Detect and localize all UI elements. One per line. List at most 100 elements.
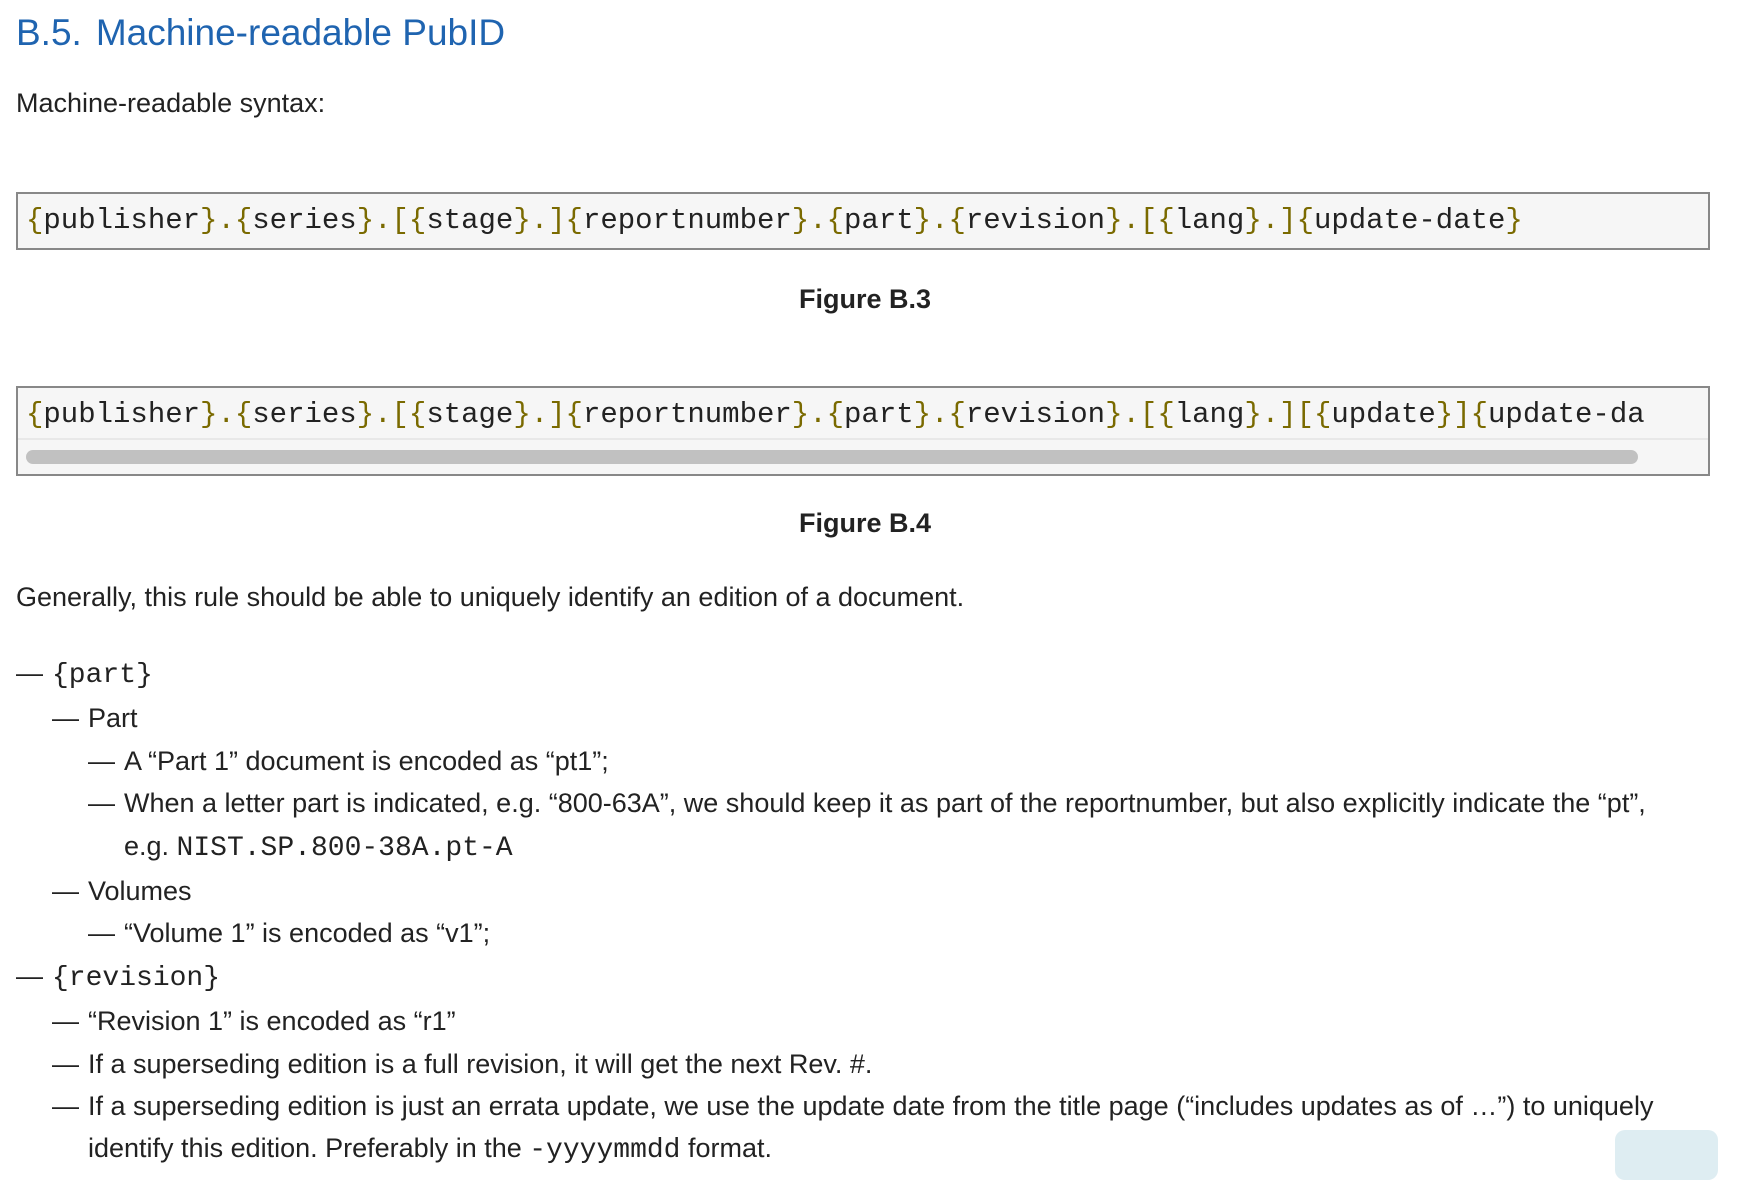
code-placeholder: update-da [1488, 398, 1645, 431]
list-item-text: identify this edition. Preferably in the [88, 1133, 530, 1164]
inline-code: -yyyymmdd [529, 1135, 681, 1167]
dash-bullet: — [52, 703, 79, 734]
code-placeholder: series [252, 204, 357, 237]
code-punctuation: ] [1279, 398, 1297, 431]
code-punctuation: { [26, 398, 44, 431]
code-punctuation: . [809, 398, 827, 431]
code-punctuation: . [217, 204, 235, 237]
dash-bullet: — [88, 788, 115, 819]
code-block-b4: {publisher}.{series}.[{stage}.]{reportnu… [16, 386, 1710, 476]
code-punctuation: . [1261, 398, 1280, 431]
code-punctuation: { [1296, 204, 1314, 237]
code-punctuation: ] [548, 204, 566, 237]
dash-bullet: — [16, 960, 43, 991]
code-placeholder: lang [1174, 204, 1245, 237]
code-punctuation: { [948, 204, 966, 237]
list-item-text: When a letter part is indicated, e.g. “8… [124, 788, 1646, 819]
code-punctuation: } [1244, 398, 1262, 431]
list-item-text: Part [88, 703, 138, 734]
code-punctuation: ] [1453, 398, 1471, 431]
code-placeholder: reportnumber [582, 398, 792, 431]
intro-text: Machine-readable syntax: [16, 88, 326, 118]
code-punctuation: { [1157, 204, 1175, 237]
code-punctuation: . [374, 204, 392, 237]
list-item: — {revision} [16, 955, 1653, 1000]
dash-bullet: — [52, 1091, 79, 1122]
section-title: Machine-readable PubID [95, 12, 506, 53]
list-item: — Part [16, 697, 1653, 739]
list-item-text: “Volume 1” is encoded as “v1”; [124, 918, 491, 949]
section-heading: B.5. Machine-readable PubID [16, 12, 519, 54]
code-placeholder: reportnumber [582, 204, 792, 237]
code-punctuation: { [234, 204, 253, 237]
figure-caption-b4: Figure B.4 [798, 508, 932, 538]
code-placeholder: series [252, 398, 357, 431]
list-item: — If a superseding edition is just an err… [16, 1085, 1653, 1173]
dash-bullet: — [88, 745, 115, 776]
code-punctuation: . [530, 398, 549, 431]
code-placeholder: stage [426, 398, 514, 431]
list-item: —“Revision 1” is encoded as “r1” [16, 1000, 1653, 1042]
code-punctuation: . [931, 398, 949, 431]
code-placeholder: part [844, 398, 914, 431]
code-placeholder: part [844, 204, 914, 237]
code-punctuation: . [809, 204, 827, 237]
dash-bullet: — [52, 1006, 79, 1037]
back-to-top-button[interactable] [1615, 1130, 1718, 1180]
horizontal-scrollbar-thumb[interactable] [26, 450, 1638, 464]
code-punctuation: { [234, 398, 253, 431]
code-punctuation: { [1470, 398, 1489, 431]
code-b4: {publisher}.{series}.[{stage}.]{reportnu… [18, 388, 1708, 442]
code-punctuation: } [200, 398, 218, 431]
code-punctuation: { [26, 204, 44, 237]
code-punctuation: . [374, 398, 392, 431]
list-item: — “Volume 1” is encoded as “v1”; [16, 912, 1653, 954]
dash-bullet: — [52, 1048, 79, 1079]
dash-bullet: — [88, 918, 115, 949]
code-punctuation: . [1122, 204, 1140, 237]
code-punctuation: } [1505, 204, 1523, 237]
code-punctuation: } [791, 398, 810, 431]
code-placeholder: update-date [1313, 204, 1506, 237]
list-item-revision: {revision} [52, 962, 221, 994]
code-punctuation: ] [1279, 204, 1297, 237]
code-punctuation: { [826, 398, 845, 431]
code-block-b3: {publisher}.{series}.[{stage}.]{reportnu… [16, 192, 1710, 250]
code-punctuation: } [356, 398, 375, 431]
code-punctuation: { [826, 204, 845, 237]
code-punctuation: . [1261, 204, 1280, 237]
list-item: —{part} [16, 652, 1653, 697]
code-punctuation: { [408, 398, 427, 431]
code-placeholder: lang [1174, 398, 1245, 431]
code-punctuation: [ [1296, 398, 1314, 431]
code-punctuation: . [931, 204, 949, 237]
code-punctuation: } [913, 398, 932, 431]
list-item: —If a superseding edition is a full revi… [16, 1043, 1653, 1085]
code-placeholder: revision [965, 204, 1106, 237]
code-punctuation: . [1122, 398, 1140, 431]
code-punctuation: [ [391, 204, 409, 237]
bullet-list: —{part} — Part —A “Part 1” document is en… [16, 652, 1653, 1173]
code-b3: {publisher}.{series}.[{stage}.]{reportnu… [18, 194, 1708, 248]
code-punctuation: { [1313, 398, 1332, 431]
dash-bullet: — [52, 876, 79, 907]
section-number: B.5. [16, 12, 82, 53]
code-punctuation: { [948, 398, 966, 431]
list-item: —A “Part 1” document is encoded as “pt1”… [16, 740, 1653, 782]
code-punctuation: { [1157, 398, 1175, 431]
code-placeholder: publisher [43, 204, 201, 237]
code-placeholder: update [1331, 398, 1436, 431]
code-punctuation: { [565, 204, 583, 237]
horizontal-scrollbar-track[interactable] [18, 438, 1708, 474]
list-item-text: If a superseding edition is just an erra… [88, 1091, 1654, 1122]
list-item: —Volumes [16, 870, 1653, 912]
code-punctuation: } [791, 204, 810, 237]
code-punctuation: ] [548, 398, 566, 431]
code-placeholder: publisher [43, 398, 201, 431]
code-punctuation: } [1435, 398, 1454, 431]
dash-bullet: — [16, 658, 43, 688]
figure-caption-b3: Figure B.3 [798, 284, 932, 314]
code-punctuation: } [200, 204, 218, 237]
inline-code: NIST.SP.800-38A.pt-A [176, 832, 513, 864]
code-punctuation: } [1105, 204, 1123, 237]
